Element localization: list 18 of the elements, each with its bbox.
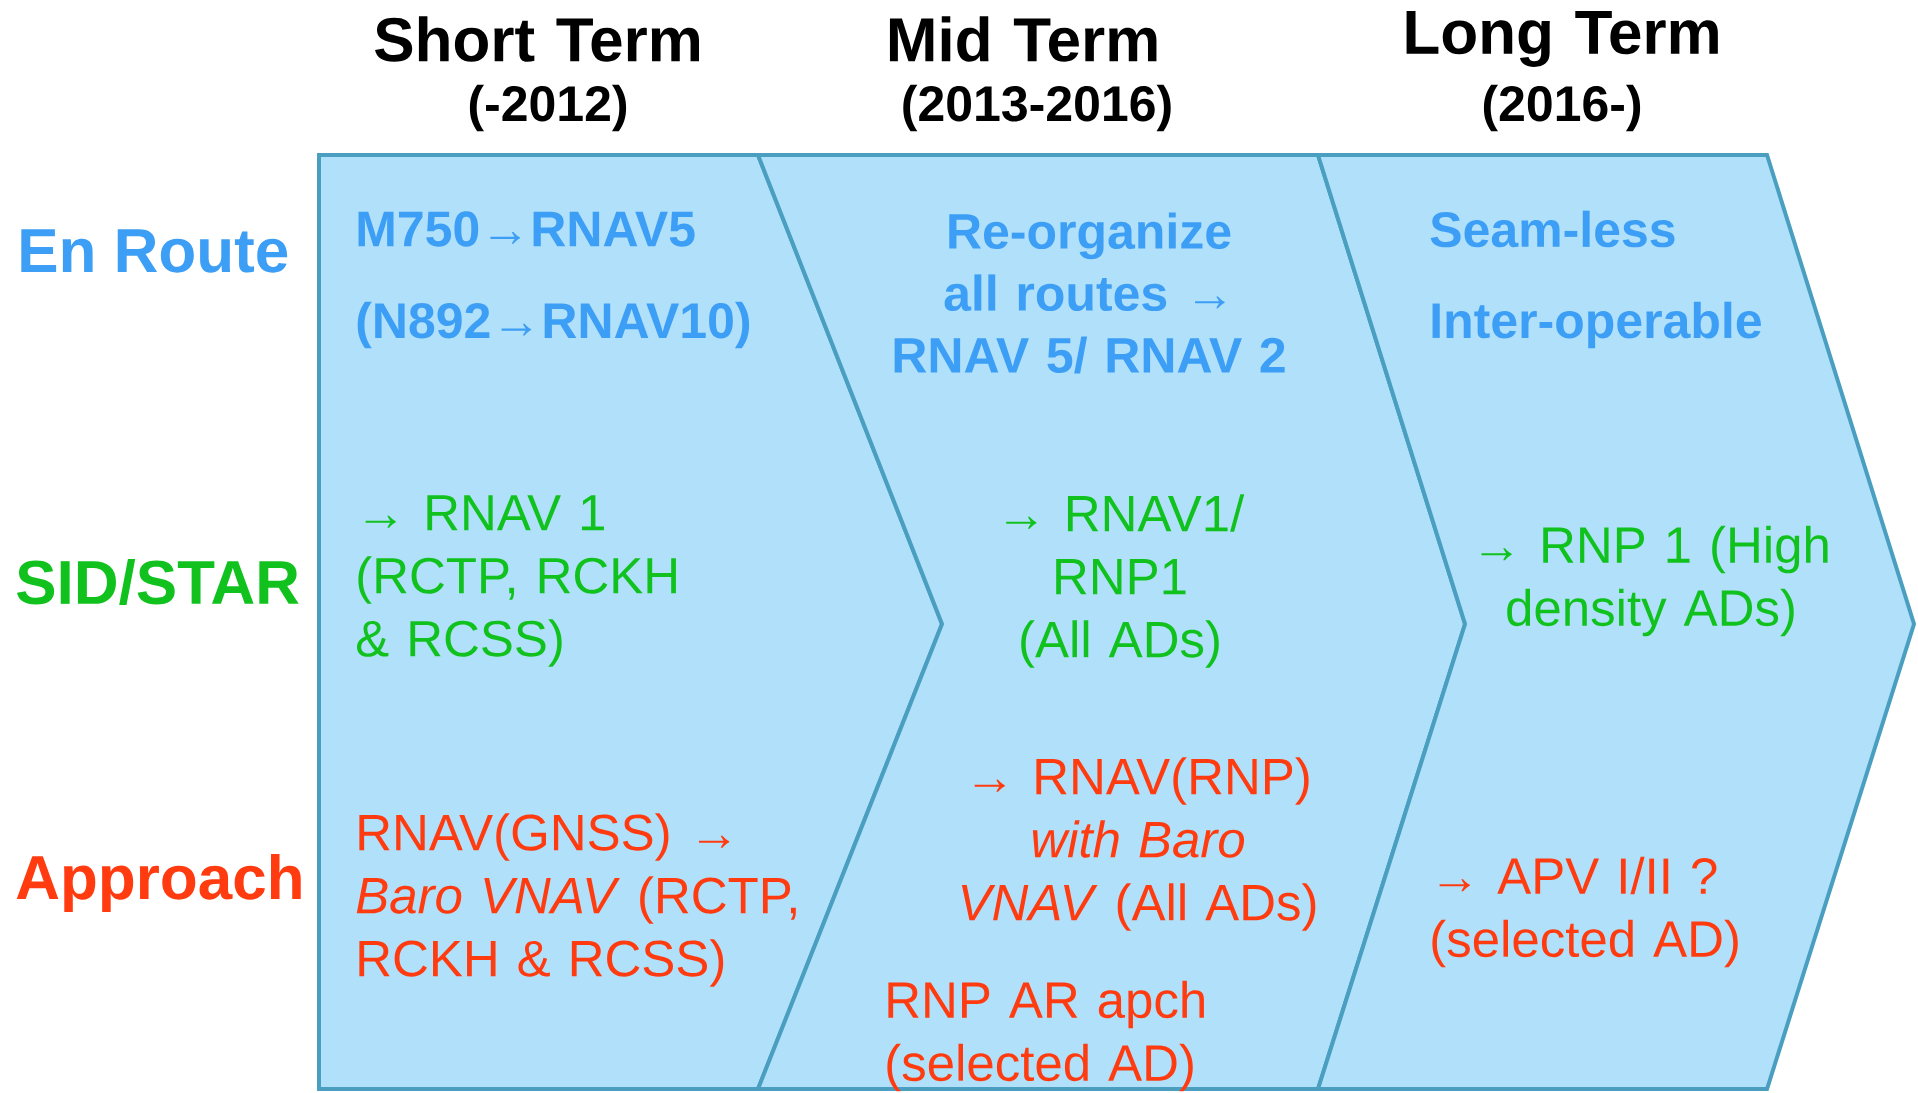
year-range: (2013-2016): [903, 84, 1171, 132]
route-text: Seam-less: [1430, 210, 1675, 248]
route-text: M750→RNAV5: [358, 211, 695, 247]
approach-text: RNAV(GNSS) → Baro VNAV (RCTP, RCKH & RCSS): [356, 813, 796, 987]
procedure-text: → RNP 1 (High density ADs): [1481, 525, 1828, 637]
column-heading: Long Term: [1406, 11, 1718, 67]
column-heading: Mid Term: [889, 16, 1157, 62]
route-text: (N892→RNAV10): [357, 301, 750, 349]
column-heading: Short Term: [375, 16, 699, 62]
procedure-text: → RNAV 1 (RCTP, RCKH & RCSS): [357, 495, 676, 667]
approach-text: RNP AR apch (selected AD): [887, 980, 1204, 1092]
procedure-text: → RNAV1/ RNP1 (All ADs): [1006, 494, 1245, 668]
approach-text: → RNAV(RNP) with Baro VNAV (All ADs): [961, 757, 1316, 931]
year-range: (-2012): [469, 84, 627, 132]
approach-text: → APV I/II ? (selected AD): [1432, 856, 1738, 968]
year-range: (2016-): [1483, 84, 1641, 132]
route-text: Inter-operable: [1432, 301, 1761, 349]
route-text: Re-organize all routes → RNAV 5/ RNAV 2: [894, 212, 1285, 374]
